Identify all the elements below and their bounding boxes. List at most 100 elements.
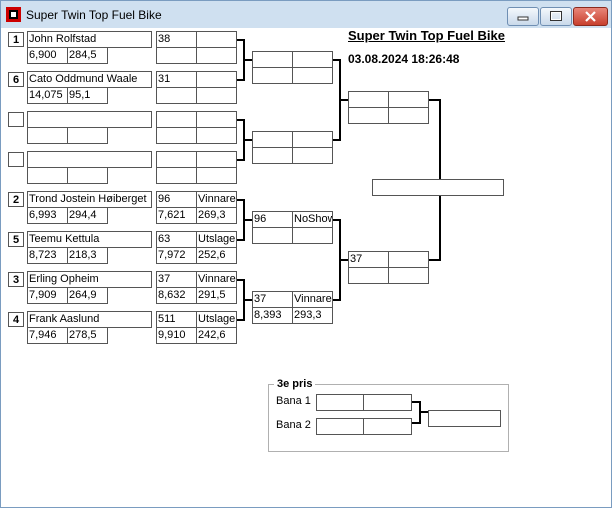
round2-cell-b[interactable] — [196, 151, 237, 168]
round2-cell-c[interactable] — [156, 47, 197, 64]
driver-name-field[interactable]: John Rolfstad — [27, 31, 152, 48]
round2-cell-a[interactable]: 38 — [156, 31, 197, 48]
et-time-field[interactable]: 8,723 — [27, 247, 68, 264]
round2-cell-b[interactable] — [196, 111, 237, 128]
round3-cell-b[interactable]: Vinnare — [292, 291, 333, 308]
round2-cell-d[interactable] — [196, 167, 237, 184]
round4-cell-c[interactable] — [348, 267, 389, 284]
event-title: Super Twin Top Fuel Bike — [348, 28, 505, 43]
et-time-field[interactable] — [27, 127, 68, 144]
speed-field[interactable]: 284,5 — [67, 47, 108, 64]
round2-cell-a[interactable]: 37 — [156, 271, 197, 288]
round2-cell-b[interactable]: Vinnare — [196, 271, 237, 288]
window-title: Super Twin Top Fuel Bike — [26, 8, 162, 22]
round4-cell-a[interactable] — [348, 91, 389, 108]
round2-cell-d[interactable]: 269,3 — [196, 207, 237, 224]
round2-cell-a[interactable]: 96 — [156, 191, 197, 208]
round2-cell-c[interactable] — [156, 167, 197, 184]
round2-cell-b[interactable]: Vinnare — [196, 191, 237, 208]
round2-cell-d[interactable]: 291,5 — [196, 287, 237, 304]
speed-field[interactable] — [67, 167, 108, 184]
round3-cell-a[interactable]: 37 — [252, 291, 293, 308]
round2-cell-a[interactable]: 31 — [156, 71, 197, 88]
minimize-button[interactable] — [507, 7, 539, 26]
seed-number: 5 — [8, 232, 24, 247]
et-time-field[interactable]: 6,900 — [27, 47, 68, 64]
round2-cell-b[interactable]: Utslager — [196, 231, 237, 248]
speed-field[interactable]: 95,1 — [67, 87, 108, 104]
round4-cell-c[interactable] — [348, 107, 389, 124]
round2-cell-b[interactable]: Utslager — [196, 311, 237, 328]
round3-cell-c[interactable] — [252, 227, 293, 244]
round2-cell-d[interactable] — [196, 127, 237, 144]
et-time-field[interactable]: 7,909 — [27, 287, 68, 304]
round2-cell-d[interactable]: 252,6 — [196, 247, 237, 264]
lane1-field-b[interactable] — [363, 394, 412, 411]
close-button[interactable] — [573, 7, 608, 26]
seed-number: 1 — [8, 32, 24, 47]
speed-field[interactable]: 218,3 — [67, 247, 108, 264]
speed-field[interactable] — [67, 127, 108, 144]
seed-number: 4 — [8, 312, 24, 327]
final-result-field[interactable] — [372, 179, 504, 196]
round3-cell-c[interactable]: 8,393 — [252, 307, 293, 324]
round3-cell-b[interactable] — [292, 131, 333, 148]
round2-cell-c[interactable]: 9,910 — [156, 327, 197, 344]
round2-cell-c[interactable]: 7,621 — [156, 207, 197, 224]
round4-cell-b[interactable] — [388, 251, 429, 268]
round2-cell-d[interactable] — [196, 47, 237, 64]
round3-cell-d[interactable] — [292, 147, 333, 164]
lane1-field-a[interactable] — [316, 394, 364, 411]
seed-number — [8, 112, 24, 127]
round2-cell-c[interactable]: 8,632 — [156, 287, 197, 304]
driver-name-field[interactable]: Cato Oddmund Waale — [27, 71, 152, 88]
driver-name-field[interactable]: Teemu Kettula — [27, 231, 152, 248]
round3-cell-a[interactable] — [252, 131, 293, 148]
round4-cell-d[interactable] — [388, 267, 429, 284]
lane2-field-a[interactable] — [316, 418, 364, 435]
round2-cell-d[interactable] — [196, 87, 237, 104]
et-time-field[interactable]: 14,075 — [27, 87, 68, 104]
round3-cell-c[interactable] — [252, 67, 293, 84]
maximize-icon — [550, 11, 562, 21]
speed-field[interactable]: 278,5 — [67, 327, 108, 344]
round3-cell-a[interactable] — [252, 51, 293, 68]
speed-field[interactable]: 264,9 — [67, 287, 108, 304]
third-place-result-field[interactable] — [428, 410, 501, 427]
round3-cell-c[interactable] — [252, 147, 293, 164]
round2-cell-c[interactable]: 7,972 — [156, 247, 197, 264]
round3-cell-b[interactable]: NoShow — [292, 211, 333, 228]
round4-cell-a[interactable]: 37 — [348, 251, 389, 268]
round2-cell-c[interactable] — [156, 87, 197, 104]
close-icon — [585, 11, 596, 22]
driver-name-field[interactable] — [27, 151, 152, 168]
driver-name-field[interactable]: Trond Jostein Høiberget — [27, 191, 152, 208]
round2-cell-b[interactable] — [196, 31, 237, 48]
maximize-button[interactable] — [540, 7, 572, 26]
et-time-field[interactable] — [27, 167, 68, 184]
speed-field[interactable]: 294,4 — [67, 207, 108, 224]
lane1-label: Bana 1 — [276, 395, 311, 407]
bracket-area: Super Twin Top Fuel Bike 03.08.2024 18:2… — [4, 28, 608, 504]
title-bar[interactable]: Super Twin Top Fuel Bike — [1, 1, 611, 28]
driver-name-field[interactable] — [27, 111, 152, 128]
driver-name-field[interactable]: Erling Opheim — [27, 271, 152, 288]
round3-cell-a[interactable]: 96 — [252, 211, 293, 228]
lane2-field-b[interactable] — [363, 418, 412, 435]
round3-cell-b[interactable] — [292, 51, 333, 68]
round2-cell-c[interactable] — [156, 127, 197, 144]
round4-cell-b[interactable] — [388, 91, 429, 108]
round2-cell-a[interactable] — [156, 151, 197, 168]
round2-cell-d[interactable]: 242,6 — [196, 327, 237, 344]
round3-cell-d[interactable]: 293,3 — [292, 307, 333, 324]
et-time-field[interactable]: 6,993 — [27, 207, 68, 224]
round2-cell-a[interactable] — [156, 111, 197, 128]
driver-name-field[interactable]: Frank Aaslund — [27, 311, 152, 328]
round3-cell-d[interactable] — [292, 227, 333, 244]
et-time-field[interactable]: 7,946 — [27, 327, 68, 344]
round4-cell-d[interactable] — [388, 107, 429, 124]
round2-cell-a[interactable]: 63 — [156, 231, 197, 248]
round2-cell-b[interactable] — [196, 71, 237, 88]
round3-cell-d[interactable] — [292, 67, 333, 84]
round2-cell-a[interactable]: 511 — [156, 311, 197, 328]
